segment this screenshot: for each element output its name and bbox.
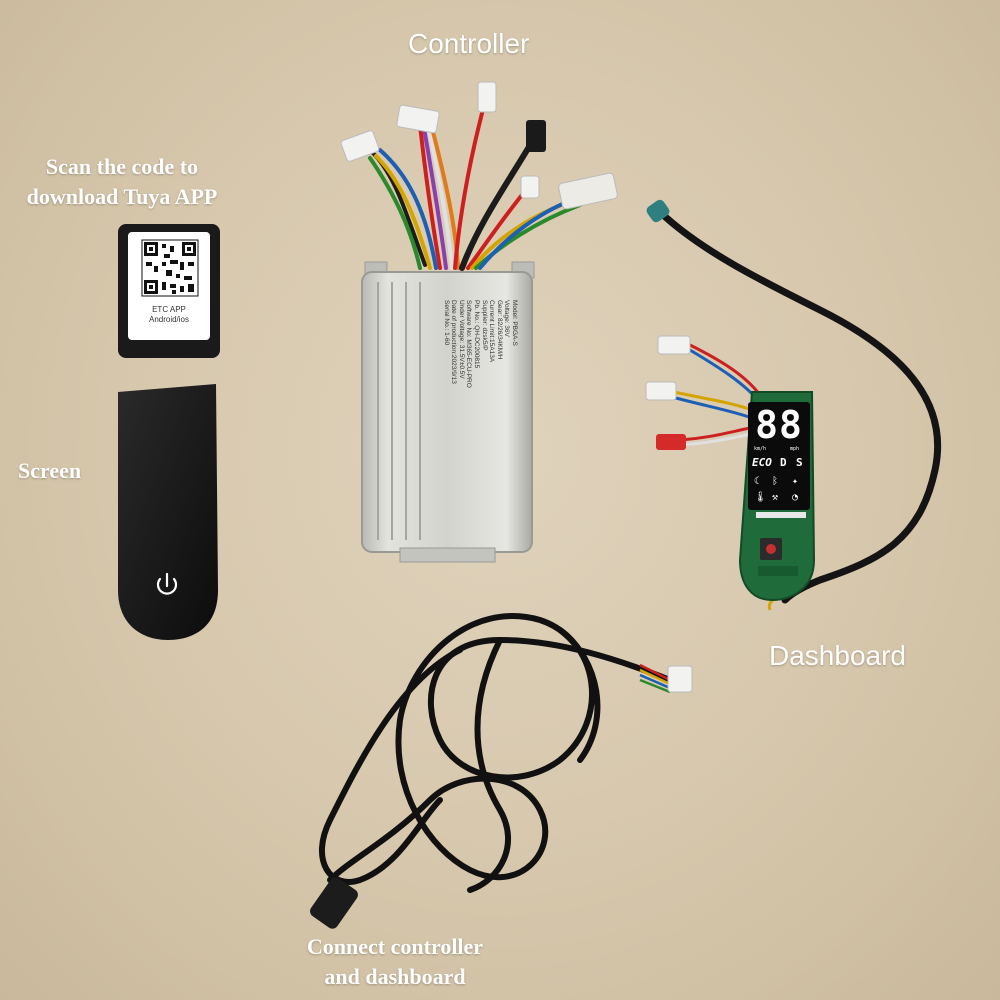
power-icon [156,572,178,595]
controller-spec-line: Voltage: 36V [503,300,511,337]
mode-eco: ECO [752,456,772,469]
connect-caption-line1: Connect controller [306,934,484,959]
bluetooth-icon: ᛒ [772,476,778,487]
controller-spec-line: Under Voltage: 31.5V±0.5V [458,300,465,379]
controller-spec-line: Supplier: dzsk5/P [481,300,488,351]
controller-spec-line: Model: PBGA-S [511,300,518,346]
speed-limit-icon: ◔ [792,492,799,503]
qr-code-card [118,224,220,358]
wire-connectors [340,81,618,210]
qr-card-platforms: Android/ios [148,315,190,324]
controller-spec-line: Pb. No.: QH-DC200815 [473,300,480,369]
dashboard-label: Dashboard [769,640,906,671]
unit-mph: mph [790,446,800,452]
qr-card-caption: ETC APP Android/ios [128,305,210,325]
dashboard-display: 88 km/h mph ECO D S ☾ ᛒ ✦ 🌡 ⚒ ◔ [748,402,810,510]
scan-qr-caption: Scan the code to download Tuya APP [2,152,242,212]
qr-code-icon [141,239,199,297]
dashboard-cable [656,208,942,604]
connect-cable-plug [310,877,358,929]
scan-caption-line2: download Tuya APP [26,184,218,209]
controller-wires [368,96,587,271]
screen-cover [118,384,218,640]
controller-spec-line: Software No: M365-ECU-PRO [465,300,473,388]
scan-caption-line1: Scan the code to [45,154,199,179]
connect-cable-end-wires [639,663,671,694]
wrench-icon: ⚒ [772,492,779,503]
dashboard-pcb [738,391,816,602]
controller-spec-line: Gear: 82/26/34KM/H [496,300,503,360]
controller-spec-line: Date of production:2023/9/13 [450,300,458,384]
connect-cable [318,613,673,893]
dashboard-connectors [645,335,691,450]
screen-label: Screen [18,458,82,483]
connect-caption: Connect controller and dashboard [270,932,520,992]
temperature-icon: 🌡 [754,492,767,503]
mode-s: S [796,456,803,469]
unit-kmh: km/h [754,446,767,452]
headlight-icon: ☾ [754,476,761,487]
mode-d: D [780,456,787,469]
cable-plug-tip [646,199,670,223]
walk-icon: ✦ [792,476,799,487]
controller-spec-line: Serial No.: 1-60 [443,300,450,346]
controller-label: Controller [408,28,530,59]
connect-caption-line2: and dashboard [324,964,466,989]
speed-readout: 88 [755,403,803,447]
controller-spec-line: Current Limit:15A13A [488,300,496,363]
qr-card-app-name: ETC APP [152,305,186,314]
controller-box [361,261,535,563]
connect-cable-connector [667,665,693,693]
